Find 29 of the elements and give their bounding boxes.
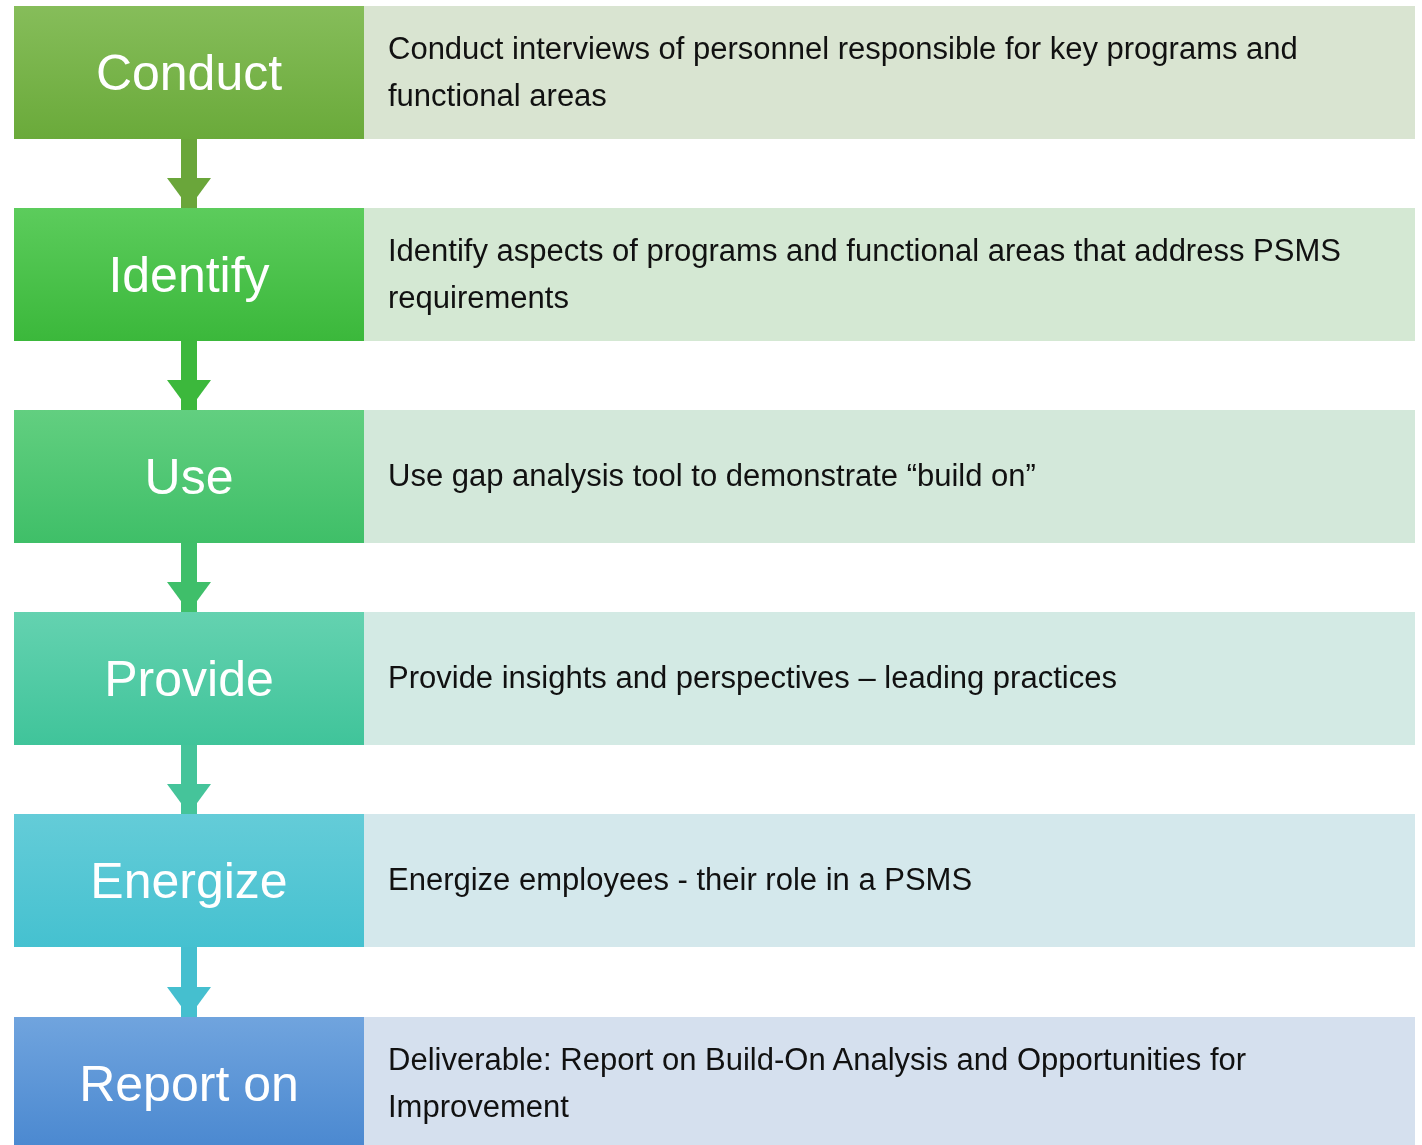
step-description: Use gap analysis tool to demonstrate “build on”: [388, 457, 1036, 496]
step-label: Provide: [104, 649, 274, 708]
description-panel: [364, 6, 1415, 139]
step-box: [14, 1017, 364, 1145]
step-box: [14, 208, 364, 341]
step-box: [14, 410, 364, 543]
step-label: Identify: [108, 245, 270, 304]
step-box: [14, 6, 364, 139]
step-label: Conduct: [95, 43, 283, 102]
arrow: [167, 745, 211, 814]
step-description: Energize employees - their role in a PSMS: [388, 861, 973, 900]
description-panel: [364, 814, 1415, 947]
arrow: [167, 139, 211, 208]
description-panel: [364, 208, 1415, 341]
description-panel: [364, 612, 1415, 745]
step-description: Provide insights and perspectives – leading practices: [388, 659, 1117, 698]
step-box: [14, 612, 364, 745]
arrow: [167, 543, 211, 612]
description-panel: [364, 1017, 1415, 1145]
description-panel: [364, 410, 1415, 543]
step-label: Report on: [79, 1054, 299, 1113]
arrow: [167, 947, 211, 1017]
step-label: Use: [144, 447, 234, 506]
step-box: [14, 814, 364, 947]
step-description: Deliverable: Report on Build-On Analysis and Opportunities for Improvement: [388, 1041, 1248, 1126]
step-description: Conduct interviews of personnel responsible for key programs and functional areas: [388, 30, 1299, 115]
arrow: [167, 341, 211, 410]
step-label: Energize: [90, 851, 288, 910]
step-description: Identify aspects of programs and functional areas that address PSMS requirements: [388, 232, 1342, 317]
